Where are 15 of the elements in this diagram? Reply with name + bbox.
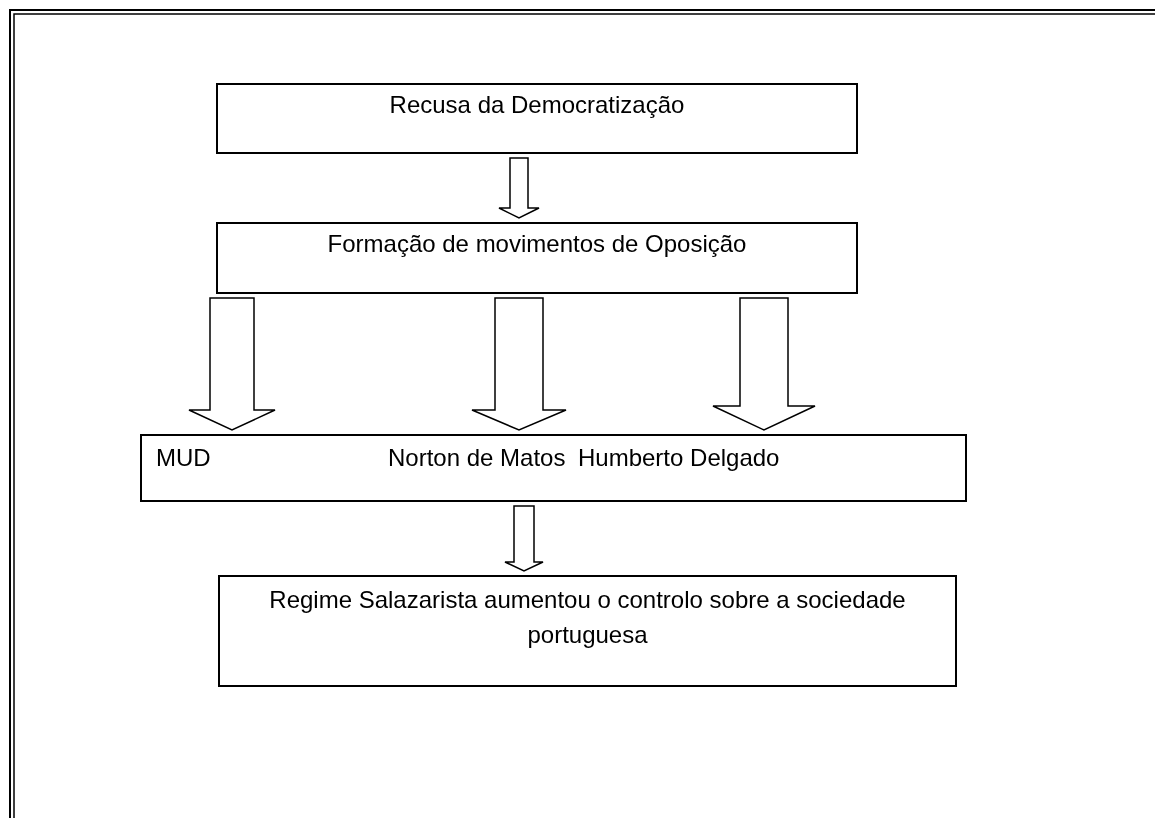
box-text: Recusa da Democratização (388, 90, 686, 120)
process-box (218, 575, 957, 687)
block-arrow (188, 297, 276, 431)
process-box (216, 83, 858, 154)
block-arrow (504, 505, 544, 572)
block-arrow (498, 157, 540, 219)
block-arrow (471, 297, 567, 431)
box-text: MUD (156, 443, 211, 473)
process-box (216, 222, 858, 294)
block-arrow (712, 297, 816, 431)
box-text: Norton de Matos (388, 443, 566, 473)
box-text: Regime Salazarista aumentou o controlo sobre a sociedade portuguesa (268, 585, 907, 650)
box-text: Humberto Delgado (578, 443, 780, 473)
process-box (140, 434, 967, 502)
box-text: Formação de movimentos de Oposição (326, 229, 748, 259)
